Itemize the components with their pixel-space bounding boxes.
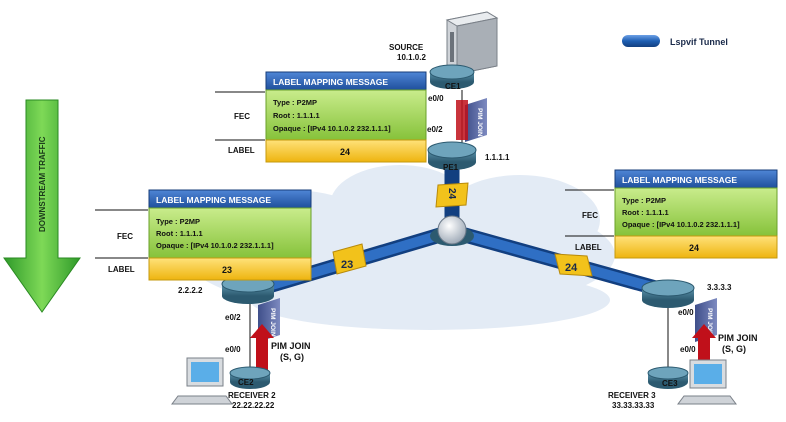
tag-pe1-text: 24 bbox=[446, 188, 457, 200]
legend-label: Lspvif Tunnel bbox=[670, 37, 728, 47]
left-router-iface-e02: e0/2 bbox=[225, 313, 241, 322]
tag-right: 24 bbox=[554, 253, 593, 277]
pim-left-text: PIM JOIN bbox=[271, 341, 311, 351]
msg-right-root: Root : 1.1.1.1 bbox=[622, 208, 669, 217]
msg-top-root: Root : 1.1.1.1 bbox=[273, 111, 320, 120]
msg-right-opaque: Opaque : [IPv4 10.1.0.2 232.1.1.1] bbox=[622, 220, 740, 229]
ce2-router bbox=[229, 366, 271, 389]
ce3-router bbox=[647, 366, 689, 389]
receiver2-pc bbox=[171, 357, 233, 405]
pe1-iface: e0/2 bbox=[427, 125, 443, 134]
msg-right-fec-label: FEC bbox=[582, 211, 598, 220]
tag-left: 23 bbox=[332, 243, 367, 275]
msg-top-label: 24 bbox=[340, 147, 350, 157]
msg-left-label: 23 bbox=[222, 265, 232, 275]
left-router-iface-e00: e0/0 bbox=[225, 345, 241, 354]
receiver2-ip: 22.22.22.22 bbox=[232, 401, 275, 410]
left-router-ip: 2.2.2.2 bbox=[178, 286, 203, 295]
msg-top-header: LABEL MAPPING MESSAGE bbox=[273, 77, 388, 87]
receiver3-pc bbox=[677, 359, 737, 405]
receiver3-ip: 33.33.33.33 bbox=[612, 401, 655, 410]
msg-right-header: LABEL MAPPING MESSAGE bbox=[622, 175, 737, 185]
receiver3-title: RECEIVER 3 bbox=[608, 391, 656, 400]
msg-left-label-label: LABEL bbox=[108, 265, 135, 274]
ce1-router bbox=[429, 64, 475, 89]
pim-left-tag: PIM JOIN bbox=[269, 308, 276, 337]
pim-join-top: PIM JOIN bbox=[456, 98, 487, 142]
tag-pe1: 24 bbox=[435, 182, 469, 208]
pim-right-text: PIM JOIN bbox=[718, 333, 758, 343]
msg-right-label-label: LABEL bbox=[575, 243, 602, 252]
pim-left-sg: (S, G) bbox=[280, 352, 304, 362]
msg-left-header: LABEL MAPPING MESSAGE bbox=[156, 195, 271, 205]
legend: Lspvif Tunnel bbox=[622, 35, 728, 47]
msg-top-opaque: Opaque : [IPv4 10.1.0.2 232.1.1.1] bbox=[273, 124, 391, 133]
source-server bbox=[445, 11, 499, 75]
msg-top-type: Type : P2MP bbox=[273, 98, 317, 107]
msg-left-type: Type : P2MP bbox=[156, 217, 200, 226]
ce2-name: CE2 bbox=[238, 378, 254, 387]
label-mapping-left: FEC LABEL LABEL MAPPING MESSAGE Type : P… bbox=[95, 189, 312, 281]
pe1-ip: 1.1.1.1 bbox=[485, 153, 510, 162]
msg-left-root: Root : 1.1.1.1 bbox=[156, 229, 203, 238]
source-ip: 10.1.0.2 bbox=[397, 53, 426, 62]
msg-top-fec-label: FEC bbox=[234, 112, 250, 121]
core-router bbox=[430, 215, 474, 246]
tag-right-text: 24 bbox=[565, 262, 578, 274]
downstream-arrow: DOWNSTREAM TRAFFIC bbox=[3, 99, 81, 313]
legend-tunnel-swatch bbox=[622, 35, 660, 47]
pe1-router bbox=[427, 141, 477, 170]
label-mapping-top: FEC LABEL LABEL MAPPING MESSAGE Type : P… bbox=[215, 71, 427, 163]
ce1-name: CE1 bbox=[445, 82, 461, 91]
msg-right-type: Type : P2MP bbox=[622, 196, 666, 205]
pim-right-tag: PIM JOIN bbox=[706, 308, 713, 337]
tag-left-text: 23 bbox=[341, 259, 353, 271]
msg-right-label: 24 bbox=[689, 243, 699, 253]
right-router-ip: 3.3.3.3 bbox=[707, 283, 732, 292]
right-router-iface-bot: e0/0 bbox=[680, 345, 696, 354]
pe1-name: PE1 bbox=[443, 163, 459, 172]
pim-right-sg: (S, G) bbox=[722, 344, 746, 354]
pim-top-label: PIM JOIN bbox=[476, 108, 483, 137]
ce3-name: CE3 bbox=[662, 379, 678, 388]
pim-join-left: PIM JOIN bbox=[250, 298, 280, 374]
right-router-iface-top: e0/0 bbox=[678, 308, 694, 317]
receiver2-title: RECEIVER 2 bbox=[228, 391, 276, 400]
source-title: SOURCE bbox=[389, 43, 424, 52]
ce1-iface: e0/0 bbox=[428, 94, 444, 103]
downstream-label: DOWNSTREAM TRAFFIC bbox=[38, 136, 47, 232]
right-router bbox=[641, 279, 695, 308]
msg-left-fec-label: FEC bbox=[117, 232, 133, 241]
label-mapping-right: FEC LABEL LABEL MAPPING MESSAGE Type : P… bbox=[565, 169, 778, 259]
msg-left-opaque: Opaque : [IPv4 10.1.0.2 232.1.1.1] bbox=[156, 241, 274, 250]
msg-top-label-label: LABEL bbox=[228, 146, 255, 155]
